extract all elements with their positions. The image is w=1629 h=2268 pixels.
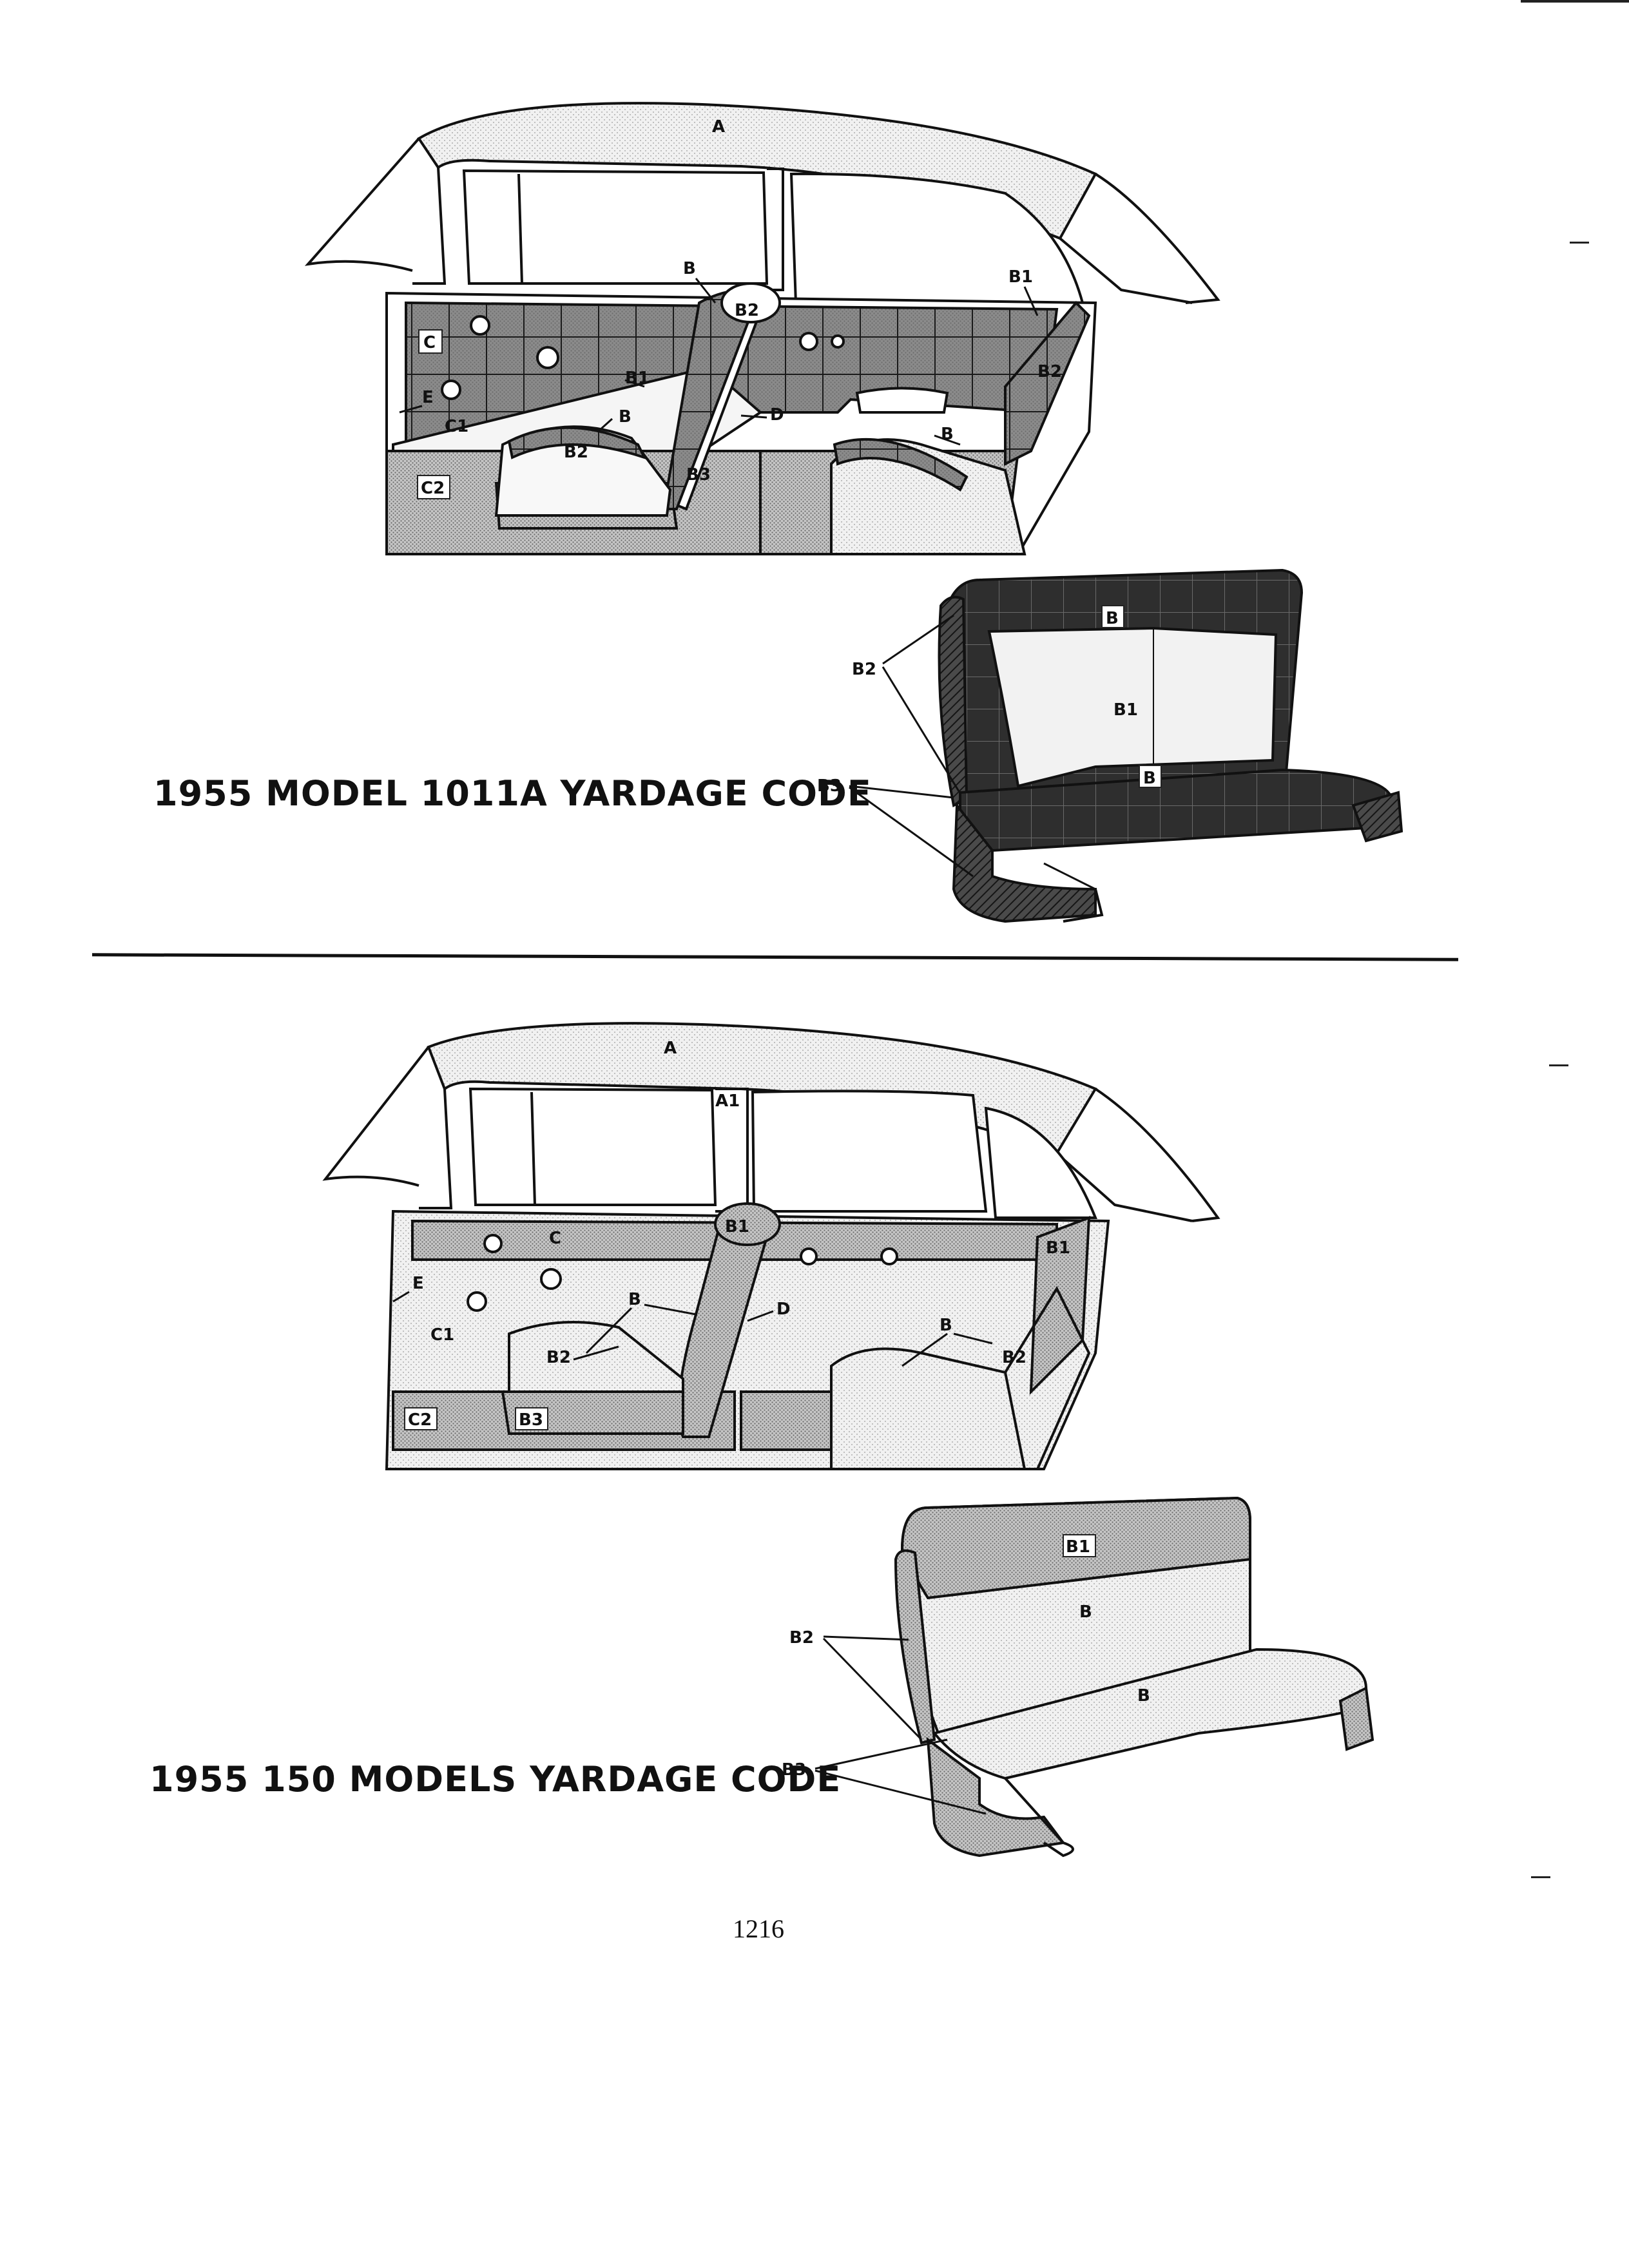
label-B2-rear-150: B2	[1002, 1348, 1027, 1367]
seat2-label-B3: B3	[782, 1760, 806, 1780]
label-B-150: B	[628, 1290, 641, 1309]
label-B1-front-150: B1	[725, 1217, 749, 1236]
margin-mark	[1531, 1876, 1550, 1878]
label-B-top: B	[683, 259, 696, 278]
seat2-label-B-back: B	[1079, 1602, 1092, 1622]
bench-seat-150: B1 B B B2 B3	[782, 1496, 1374, 1858]
label-B1-rear: B1	[1008, 267, 1033, 287]
seat2-label-B2: B2	[789, 1628, 814, 1648]
label-C-150: C	[549, 1229, 561, 1248]
label-A: A	[712, 117, 725, 137]
label-D-150: D	[776, 1300, 791, 1319]
seat2-label-B1: B1	[1066, 1537, 1090, 1557]
car-interior-150: A A1 B1 B1 C E C1 B B2 D B B2 C2 B3	[322, 1022, 1220, 1470]
label-B2-front: B2	[735, 301, 759, 320]
label-B3-150: B3	[519, 1410, 543, 1430]
seat1-label-B-back: B	[1106, 609, 1119, 628]
seat1-label-B3: B3	[817, 776, 842, 796]
label-C1: C1	[445, 417, 468, 436]
margin-mark	[1521, 0, 1629, 3]
car-interior-1011a: A B B2 B1 B2 B1 C E C1 B B2 D B3 B C2	[304, 102, 1220, 555]
page-number: 1216	[733, 1914, 784, 1943]
label-B-rear-150: B	[940, 1316, 952, 1335]
label-A-150: A	[664, 1039, 677, 1058]
label-C2: C2	[421, 479, 445, 498]
seat1-label-B1: B1	[1113, 700, 1138, 720]
label-B-seat: B	[619, 407, 631, 427]
label-D: D	[770, 405, 784, 425]
caption-1011a: 1955 MODEL 1011A YARDAGE CODE	[153, 773, 872, 814]
label-B2-cushion: B2	[564, 443, 588, 462]
label-B1-rear-150: B1	[1046, 1238, 1070, 1258]
seat1-label-B-cushion: B	[1143, 769, 1156, 788]
margin-mark	[1570, 242, 1589, 244]
caption-150: 1955 150 MODELS YARDAGE CODE	[149, 1759, 842, 1800]
label-A1-150: A1	[715, 1091, 740, 1111]
label-B2-front-150: B2	[546, 1348, 571, 1367]
bench-seat-1011a: B B1 B B2 B3	[817, 568, 1403, 923]
label-C2-150: C2	[408, 1410, 432, 1430]
seat1-label-B2: B2	[852, 660, 876, 679]
margin-mark	[1549, 1064, 1568, 1066]
label-E-150: E	[412, 1274, 424, 1293]
label-C1-150: C1	[430, 1325, 454, 1345]
label-C: C	[423, 333, 436, 352]
label-B2-rear: B2	[1037, 362, 1062, 381]
label-B3: B3	[686, 465, 711, 485]
label-E: E	[422, 388, 434, 407]
seat2-label-B-cushion: B	[1137, 1686, 1150, 1706]
